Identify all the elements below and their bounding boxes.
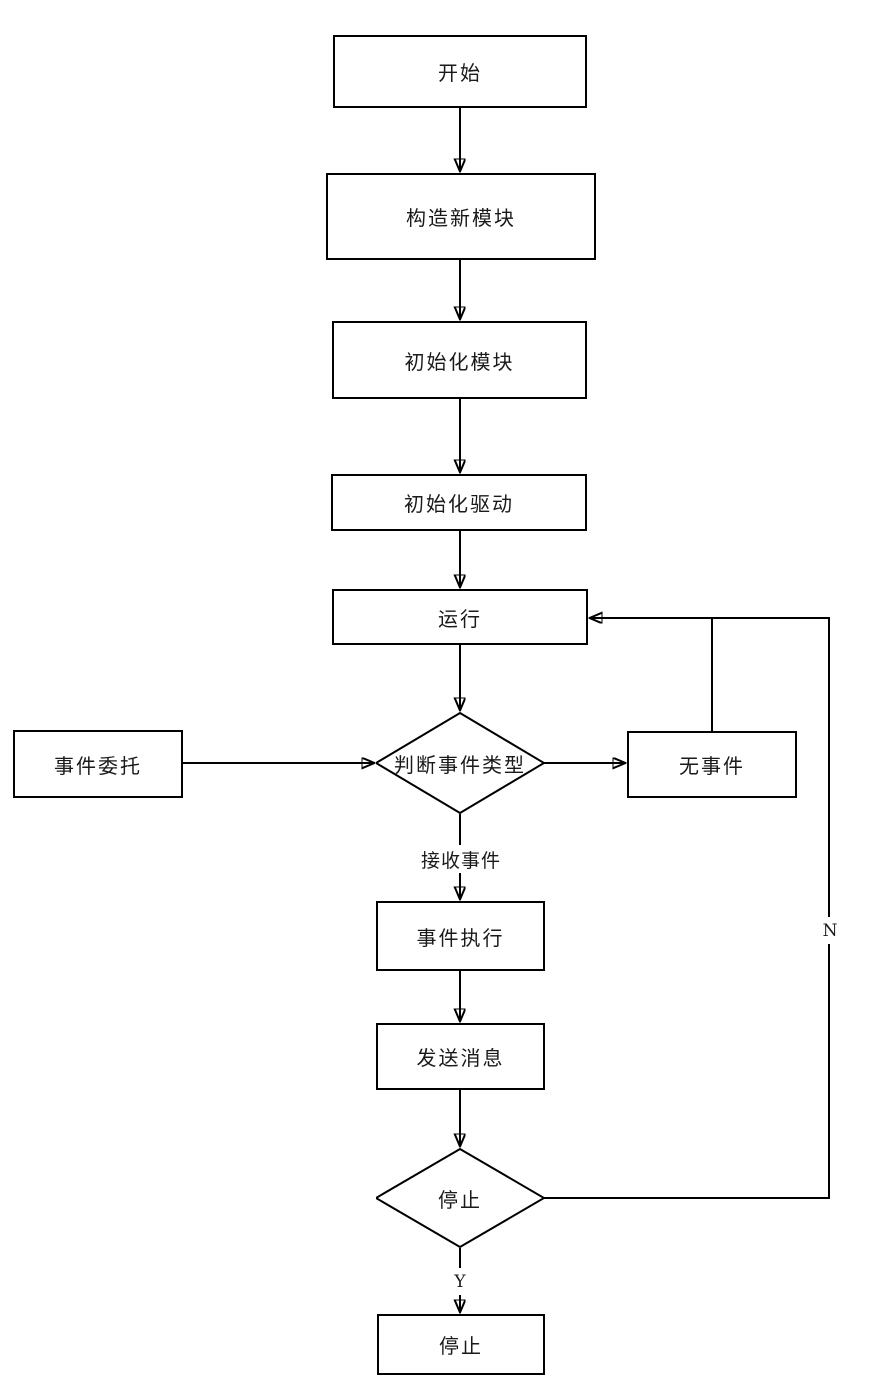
node-judge-event-type-label: 判断事件类型: [394, 752, 526, 777]
node-init-module: 初始化模块: [332, 321, 587, 399]
node-judge-event-type: 判断事件类型: [376, 712, 544, 814]
node-event-execute: 事件执行: [376, 901, 545, 971]
node-stop: 停止: [377, 1314, 545, 1375]
edge-stop-decision-n-feedback-to-run: [544, 618, 830, 1199]
node-build-module-label: 构造新模块: [406, 206, 516, 230]
node-start-label: 开始: [438, 61, 482, 85]
decision-diamond-shape: [376, 712, 544, 814]
node-stop-decision: 停止: [376, 1148, 544, 1248]
node-init-driver: 初始化驱动: [331, 474, 587, 531]
node-init-driver-label: 初始化驱动: [404, 492, 514, 516]
node-event-delegate-label: 事件委托: [54, 753, 142, 778]
decision-diamond-shape: [376, 1148, 544, 1248]
node-send-message-label: 发送消息: [416, 1046, 505, 1070]
edge-label-n: N: [819, 917, 841, 944]
node-no-event: 无事件: [627, 731, 797, 798]
node-stop-label: 停止: [439, 1334, 483, 1358]
node-event-delegate: 事件委托: [13, 730, 183, 798]
node-event-execute-label: 事件执行: [416, 925, 505, 950]
node-start: 开始: [333, 35, 587, 108]
node-run: 运行: [332, 589, 588, 645]
node-build-module: 构造新模块: [326, 173, 596, 260]
node-stop-decision-label: 停止: [438, 1187, 482, 1212]
node-no-event-label: 无事件: [679, 754, 745, 778]
node-send-message: 发送消息: [376, 1023, 545, 1090]
node-run-label: 运行: [438, 606, 482, 631]
node-init-module-label: 初始化模块: [404, 349, 515, 374]
edge-label-receive-event: 接收事件: [410, 845, 512, 873]
edge-label-y: Y: [448, 1268, 472, 1295]
